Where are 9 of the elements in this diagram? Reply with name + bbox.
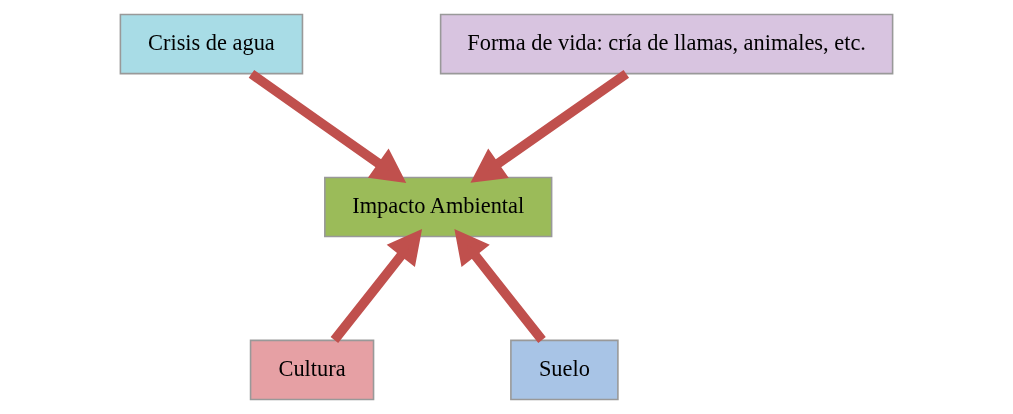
arrow bbox=[330, 229, 423, 343]
arrow bbox=[470, 69, 630, 183]
node-box: Crisis de agua bbox=[119, 13, 304, 75]
node-box: Suelo bbox=[510, 339, 619, 401]
node-box: Forma de vida: cría de llamas, animales, etc. bbox=[439, 13, 894, 75]
arrow bbox=[454, 229, 546, 343]
node-box: Impacto Ambiental bbox=[324, 176, 553, 238]
node-box: Cultura bbox=[249, 339, 375, 401]
arrow bbox=[248, 69, 407, 183]
